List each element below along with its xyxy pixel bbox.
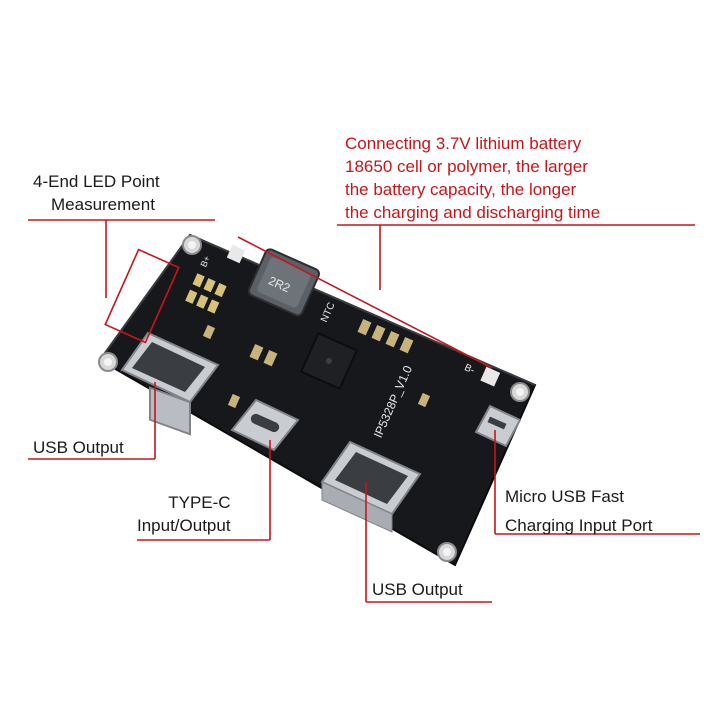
led-annotation-line-1: 4-End LED Point — [33, 172, 160, 191]
battery-annotation-line-4: the charging and discharging time — [345, 203, 601, 222]
type-c-annotation-line-1: TYPE-C — [168, 493, 231, 512]
annotation-lines — [28, 219, 700, 603]
usb-a-port-icon — [116, 331, 220, 436]
micro-usb-annotation-line-1: Micro USB Fast — [505, 487, 625, 506]
mounting-holes — [98, 235, 530, 562]
micro-usb-annotation: Micro USB Fast Charging Input Port — [505, 482, 652, 540]
usb-output-left-annotation: USB Output — [33, 438, 124, 457]
inductor — [247, 248, 320, 317]
battery-annotation: Connecting 3.7V lithium battery 18650 ce… — [345, 132, 600, 224]
micro-usb-port-icon — [474, 404, 522, 448]
b-minus-pad — [480, 366, 501, 387]
b-plus-marking: B+ — [198, 254, 212, 268]
usb-a-port-icon — [320, 440, 422, 533]
led-annotation: 4-End LED Point Measurement — [33, 170, 160, 216]
led-annotation-line-2: Measurement — [51, 195, 155, 214]
led-array — [185, 273, 227, 314]
battery-annotation-line-1: Connecting 3.7V lithium battery — [345, 134, 582, 153]
b-plus-pad — [226, 244, 246, 264]
battery-annotation-line-3: the battery capacity, the longer — [345, 180, 577, 199]
pcb-edge — [99, 233, 536, 386]
smd-components — [202, 318, 431, 409]
b-minus-marking: B- — [463, 362, 477, 376]
battery-annotation-line-2: 18650 cell or polymer, the larger — [345, 157, 588, 176]
type-c-annotation: TYPE-C Input/Output — [137, 491, 231, 537]
type-c-annotation-line-2: Input/Output — [137, 516, 231, 535]
usb-c-port-icon — [230, 398, 300, 452]
micro-usb-annotation-line-2: Charging Input Port — [505, 516, 653, 535]
usb-output-bottom-annotation: USB Output — [372, 580, 463, 599]
